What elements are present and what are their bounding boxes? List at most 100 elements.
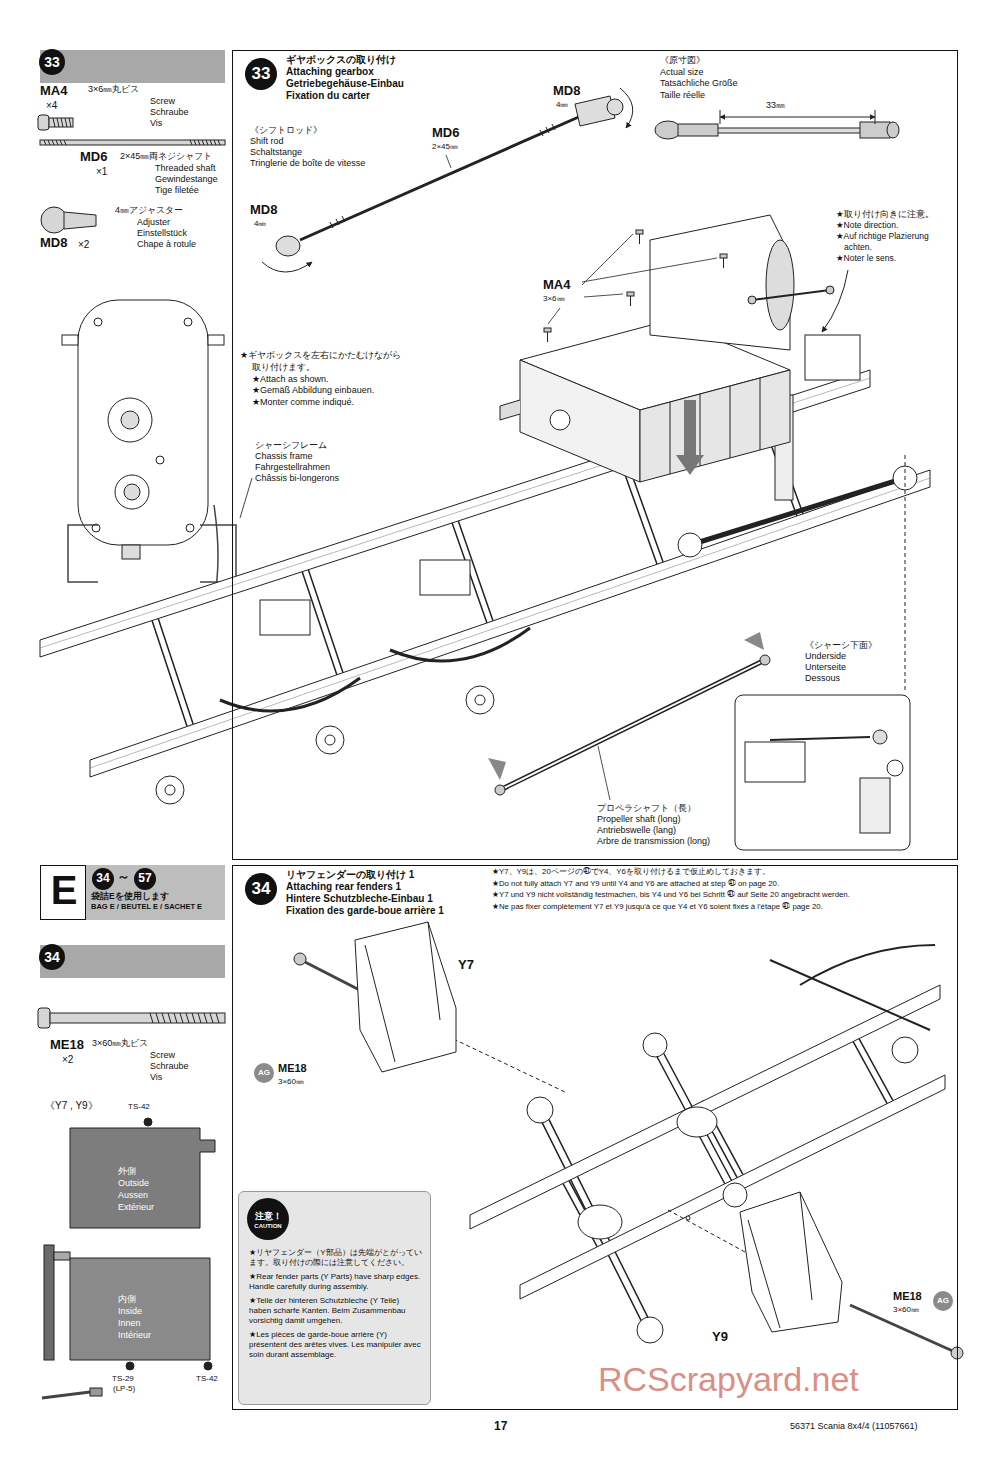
gearbox-side-view: [94, 318, 102, 326]
suspension: [260, 600, 310, 635]
gearbox: [500, 215, 834, 482]
chassis-rear: [892, 1037, 918, 1063]
part-label: Chassis frame: [255, 451, 313, 461]
step-number: 34: [245, 873, 277, 905]
part-code: MD8: [553, 84, 580, 99]
actual-size-rod: [720, 110, 875, 124]
rear-fenders: [365, 922, 440, 1062]
gearbox: [752, 290, 830, 300]
size-label: 3×6㎜: [543, 294, 565, 303]
step-title: リヤフェンダーの取り付け 1: [286, 869, 414, 881]
inset-title: Actual size: [660, 67, 704, 77]
shift-rod: [262, 88, 848, 332]
caution-heading: CAUTION: [247, 1223, 289, 1230]
quantity: ×4: [46, 100, 57, 112]
paint-side: 内側: [118, 1294, 136, 1304]
page-number: 17: [494, 1420, 507, 1434]
part-name: Screw: [150, 96, 175, 106]
suspension: [466, 686, 494, 714]
paint-guide: [204, 1362, 212, 1370]
actual-size-rod: [860, 122, 890, 138]
underside-inset: [735, 695, 910, 850]
size-label: 2×45㎜: [432, 142, 458, 151]
gearbox-side-view: [62, 335, 78, 345]
part-name: Tige filetée: [155, 185, 199, 195]
suspension: [220, 678, 360, 711]
step-number: 57: [134, 868, 156, 890]
part-name: Schraube: [150, 107, 189, 117]
part-code: MD8: [250, 203, 277, 218]
propeller-shaft: [500, 660, 765, 790]
part-label: Tringlerie de boîte de vitesse: [250, 158, 365, 168]
shift-rod: [607, 99, 623, 115]
instruction-note: ★Gemäß Abbildung einbauen.: [252, 385, 374, 395]
part-name: 2×45㎜両ネジシャフト: [120, 151, 212, 161]
inset-title: 《Y7 , Y9》: [45, 1100, 98, 1112]
underside-inset: [873, 730, 887, 744]
chassis-rear: [723, 1183, 747, 1207]
part-name: Adjuster: [137, 217, 170, 227]
screws-ma4: [723, 258, 724, 268]
gearbox: [520, 360, 640, 482]
instruction-note: ★Attach as shown.: [252, 374, 329, 384]
step-number: 33: [245, 58, 277, 90]
chassis-bracket: [240, 478, 252, 518]
underside-inset: [745, 742, 805, 782]
rear-fenders: [686, 1216, 690, 1220]
paint-guide: [144, 1118, 152, 1126]
propeller-shaft: [488, 758, 506, 780]
bag-note: 袋詰Eを使用します: [91, 892, 169, 902]
part-name: Schraube: [150, 1061, 189, 1071]
paint-badge-text: AG: [254, 1068, 274, 1077]
step-title: Attaching rear fenders 1: [286, 881, 401, 893]
range-sign: ～: [117, 870, 130, 885]
propeller-shaft: [488, 632, 770, 800]
gearbox-side-view: [121, 411, 139, 429]
part-code: MA4: [543, 278, 570, 293]
dimension: 33㎜: [766, 100, 785, 110]
suspension: [805, 335, 860, 380]
gearbox-side-view: [108, 398, 152, 442]
instruction-note: ★Monter comme indiqué.: [252, 397, 354, 407]
instruction-note: ★Ne pas fixer complètement Y7 et Y9 jusq…: [492, 903, 823, 912]
screws-ma4: [636, 230, 643, 234]
part-icons: [38, 115, 225, 1028]
step-title: ギヤボックスの取り付け: [286, 54, 396, 66]
paint-side: Aussen: [118, 1190, 148, 1200]
step-number: 33: [39, 49, 65, 75]
part-icons: [40, 140, 225, 145]
paint-code: (LP-5): [113, 1384, 135, 1393]
inset-title: Unterseite: [805, 662, 846, 672]
gearbox-side-view: [186, 524, 194, 532]
caution-text: ★Teile der hinteren Schutzbleche (Y Teil…: [249, 1296, 422, 1326]
part-icons: [41, 207, 67, 233]
gearbox: [640, 370, 790, 482]
suspension: [420, 560, 470, 595]
paint-guide: [42, 1118, 215, 1398]
suspension: [678, 533, 702, 557]
part-label: Fahrgestellrahmen: [255, 462, 330, 472]
propeller-shaft: [500, 660, 765, 790]
gearbox-side-view: [78, 300, 208, 545]
watermark: RCScrapyard.net: [598, 1360, 859, 1399]
shift-rod: [276, 236, 300, 256]
part-code: MD6: [432, 126, 459, 141]
rear-fenders: [740, 1192, 842, 1332]
part-label: Propeller shaft (long): [597, 814, 681, 824]
instruction-note: ★Y7、Y9は、20ページの㊶でY4、Y6を取り付けるまで仮止めしておきます。: [492, 868, 770, 877]
screws-ma4: [720, 254, 727, 258]
shift-rod: [262, 262, 312, 272]
paint-guide: [70, 1128, 215, 1228]
gearbox-side-view: [122, 545, 140, 559]
size-label: 3×60㎜: [278, 1077, 304, 1086]
caution-text: ★リヤフェンダー（Y部品）は先端がとがっています。取り付けの際には注意してくださ…: [249, 1248, 422, 1268]
inset-title: Underside: [805, 651, 846, 661]
part-name: Einstellstück: [137, 228, 187, 238]
part-name: 4㎜アジャスター: [115, 205, 183, 215]
size-label: 4㎜: [254, 219, 266, 228]
paint-guide: [54, 1252, 70, 1260]
suspension: [165, 785, 175, 795]
part-label: 《シフトロッド》: [250, 125, 322, 135]
screws-ma4: [544, 328, 551, 332]
part-icons: [44, 140, 220, 145]
